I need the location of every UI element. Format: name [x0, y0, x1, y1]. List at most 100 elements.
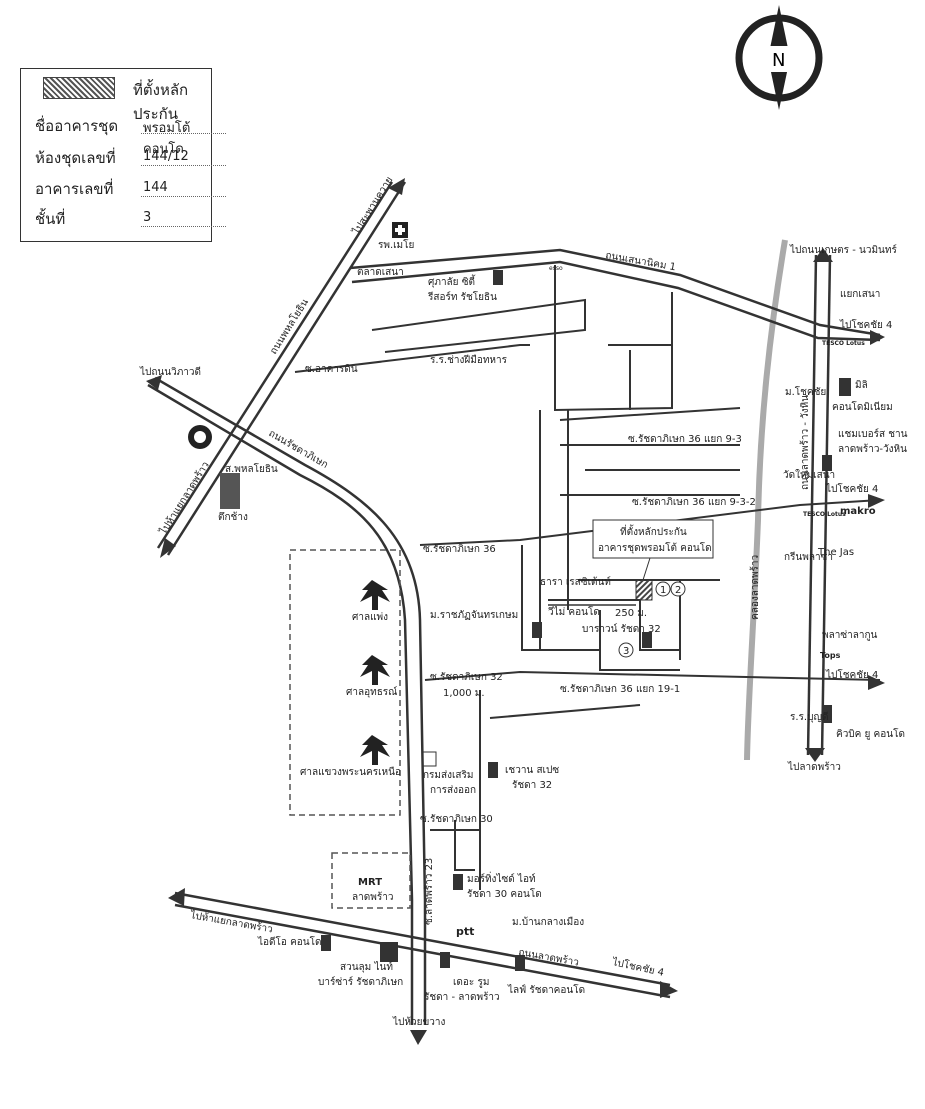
place-suan2: บาร์ซ่าร์ รัชดาภิเษก [318, 976, 403, 988]
place-cubic: คิวบิค ยู คอนโด [836, 727, 905, 740]
legend-value-building: พรอมโต้ คอนโด [143, 121, 191, 157]
arrow-kaset [813, 248, 833, 262]
place-univ: ม.โชคชัย [785, 385, 826, 398]
place-ptt: ptt [456, 925, 474, 938]
soi-arkarn: ซ.อาคารดิน [305, 364, 358, 375]
legend-value-floor: 3 [143, 210, 152, 225]
collateral-location-marker [635, 579, 653, 601]
soi-r30: ซ.รัชดาภิเษก 30 [420, 814, 493, 825]
place-chambers2: ลาดพร้าว-วังหิน [838, 443, 907, 455]
place-tuk: ตึกช้าง [218, 511, 248, 523]
arrow-ladprao-south [805, 748, 825, 762]
place-court3: ศาลแขวงพระนครเหนือ [300, 766, 401, 778]
place-jas: The Jas [817, 547, 854, 558]
label-ladprao: ถนนลาดพร้าว [517, 946, 579, 968]
place-thanarat: ธารา เรสซิเด้นท์ [540, 576, 611, 588]
place-vimai: วีไม่ คอนโด [548, 605, 600, 618]
place-dist250: 250 ม. [615, 608, 647, 619]
dir-ha-yaek-w: ไปห้าแยกลาดพร้าว [188, 909, 273, 935]
legend-box: ที่ตั้งหลักประกัน ชื่ออาคารชุด พรอมโต้ ค… [20, 68, 226, 242]
place-baraawan: บาราวน์ รัชดา 32 [582, 623, 661, 635]
place-plaza: พลาซ่าลากูน [822, 630, 878, 641]
legend-title: ที่ตั้งหลักประกัน [133, 81, 189, 123]
label-ladprao-wanghin: ถนนลาดพร้าว - วังหิน [799, 395, 811, 490]
circle-3: 3 [623, 646, 629, 657]
ladprao-road [174, 891, 671, 987]
place-sena-jct: แยกเสนา [840, 289, 880, 300]
place-hosp: รพ.เมโย [378, 238, 414, 251]
garuda-icon [360, 580, 390, 610]
legend-value-bldg-no: 144 [143, 180, 168, 195]
place-makro: makro [840, 506, 876, 517]
place-dept1: กรมส่งเสริม [423, 770, 474, 781]
label-khlong: คลองลาดพร้าว [749, 555, 761, 620]
soi-ladprao23: ซ.ลาดพร้าว 23 [423, 858, 435, 925]
place-room2: รัชดา - ลาดพร้าว [424, 991, 500, 1003]
place-court2: ศาลอุทธรณ์ [346, 686, 397, 698]
circle-1: 1 [660, 585, 666, 596]
place-court1: ศาลแพ่ง [352, 612, 388, 623]
place-ideo: ไอดีโอ คอนโด [257, 935, 321, 948]
ratchadaphisek-road [147, 383, 414, 1025]
soi-r36-19-1: ซ.รัชดาภิเษก 36 แยก 19-1 [560, 684, 680, 695]
garuda-icon [360, 655, 390, 685]
dir-huai-khwang: ไปห้วยขวาง [392, 1016, 446, 1028]
legend-label-bldg-no: อาคารเลขที่ [35, 180, 114, 198]
place-wat: วัดใหม่เสนา [783, 469, 835, 481]
esso-label: esso [549, 265, 563, 272]
arrow-ladprao-east [660, 981, 678, 998]
place-chewan: เชวาน สเปซ [505, 765, 559, 776]
sena-nikhom-road [349, 248, 881, 337]
arrow-ladprao-west [168, 888, 185, 906]
callout-1: ที่ตั้งหลักประกัน [620, 524, 687, 538]
place-green: กรีนพลาซ่า [784, 551, 833, 563]
building-icons [220, 270, 851, 971]
dir-chokchai-a: ไปโชคชัย 4 [839, 318, 892, 331]
arrow-south-phahon [160, 538, 176, 558]
place-mil2: คอนโดมิเนียม [832, 400, 893, 413]
soi-r32: ซ.รัชดาภิเษก 32 [430, 672, 503, 683]
place-mil: มิลิ [855, 380, 868, 391]
place-chambers: แชมเบอร์ส ชาน [838, 428, 908, 440]
dir-ladprao-s: ไปลาดพร้าว [787, 761, 841, 773]
place-market: ตลาดเสนา [357, 267, 404, 278]
label-phahon: ถนนพหลโยธิน [267, 296, 312, 357]
place-dept2: การส่งออก [430, 785, 476, 796]
place-supalai: ศุภาลัย ซิตี้ [428, 274, 476, 288]
circle-2: 2 [675, 585, 681, 596]
place-village: ม.บ้านกลางเมือง [512, 916, 584, 928]
place-supalai2: รีสอร์ท รัชโยธิน [427, 290, 497, 303]
place-tops: Tops [820, 651, 841, 660]
place-dist1000: 1,000 ม. [443, 688, 485, 699]
garuda-icon [360, 735, 390, 765]
place-mrt2: ลาดพร้าว [352, 891, 393, 903]
place-life: ไลฟ์ รัชดาคอนโด [507, 983, 585, 996]
place-more2: รัชดา 30 คอนโด [467, 887, 542, 900]
dir-vibhavadi: ไปถนนวิภาวดี [139, 366, 201, 378]
place-school2: ร.ร.บุญดี [790, 711, 828, 723]
place-rajabhat: ม.ราชภัฏจันทรเกษม [430, 610, 518, 621]
phahonyothin-road [166, 181, 407, 556]
place-mrt1: MRT [358, 877, 382, 888]
arrow-north-phahon [388, 178, 405, 195]
dir-chokchai-c: ไปโชคชัย 4 [825, 668, 878, 681]
arrow-huai-khwang [410, 1030, 427, 1045]
place-school: ร.ร.ช่างฝีมือทหาร [430, 354, 508, 366]
soi-network [294, 265, 881, 890]
dir-chokchai-b: ไปโชคชัย 4 [825, 482, 878, 495]
place-tesco1: TESCO Lotus [822, 340, 865, 347]
arrow-vibhavadi [146, 375, 162, 390]
legend-hatch-swatch [43, 77, 115, 99]
callout-2: อาคารชุดพรอมโต้ คอนโด [598, 541, 712, 554]
mrt-boundary [331, 852, 411, 909]
legend-label-unit: ห้องชุดเลขที่ [35, 149, 116, 167]
court-boundary [289, 549, 401, 816]
place-chewan2: รัชดา 32 [512, 780, 552, 791]
legend-value-unit: 144/12 [143, 149, 189, 164]
place-phahol-market: ส.พหลโยธิน [225, 462, 278, 475]
place-more1: มอร์ทิ่งไซด์ ไอท์ [467, 871, 536, 885]
north-compass-icon: N [735, 5, 823, 110]
legend-label-building: ชื่ออาคารชุด [35, 117, 119, 135]
soi-r36-9-3: ซ.รัชดาภิเษก 36 แยก 9-3 [628, 434, 742, 445]
